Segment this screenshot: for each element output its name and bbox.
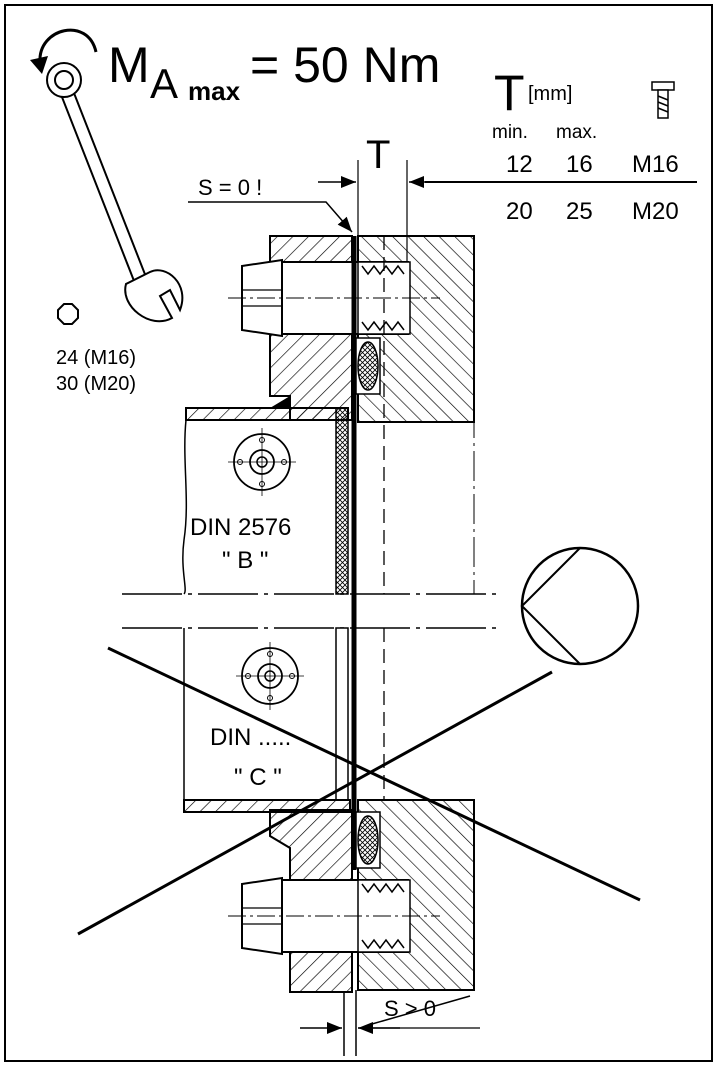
hexagon-icon [57,303,79,325]
flange-bolt-circle-icon [236,642,304,710]
view-circle-icon [520,546,640,666]
upper-flange [228,235,475,423]
table-row1-max: 16 [566,151,593,178]
table-row2-thread: M20 [632,198,679,225]
table-row1-min: 12 [506,151,533,178]
torque-arrow-icon [30,28,98,74]
bolt-icon [651,81,675,119]
table-header-unit: [mm] [528,83,572,105]
table-header-symbol: T [494,65,525,121]
table-col-max: max. [556,122,597,143]
wrench-icon [46,62,184,323]
gap-dimension-crossed: S > 0 [300,995,480,1034]
flange-bolt-circle-icon [228,428,296,496]
torque-subscript-max: max [188,76,241,106]
table-col-min: min. [492,122,528,143]
pipe-b [182,396,474,595]
table-row2-min: 20 [506,198,533,225]
flange-b-standard: DIN 2576 [190,514,291,541]
gap-label: S = 0 ! [198,175,262,200]
wrench-size-m16: 24 (M16) [56,347,136,369]
wrench-size-m20: 30 (M20) [56,373,136,395]
torque-value: = 50 Nm [250,37,440,93]
table-row2-max: 25 [566,198,593,225]
table-row1-thread: M16 [632,151,679,178]
torque-subscript: A [150,60,178,107]
flange-b-type: " B " [222,547,268,574]
lower-flange [228,799,475,1056]
cross-out-mark [77,646,641,936]
drawing-frame [4,4,713,1062]
torque-symbol: M [108,37,150,93]
dimension-t-label: T [366,133,390,177]
gap-leader [188,201,353,233]
flange-c-type: " C " [234,764,282,791]
